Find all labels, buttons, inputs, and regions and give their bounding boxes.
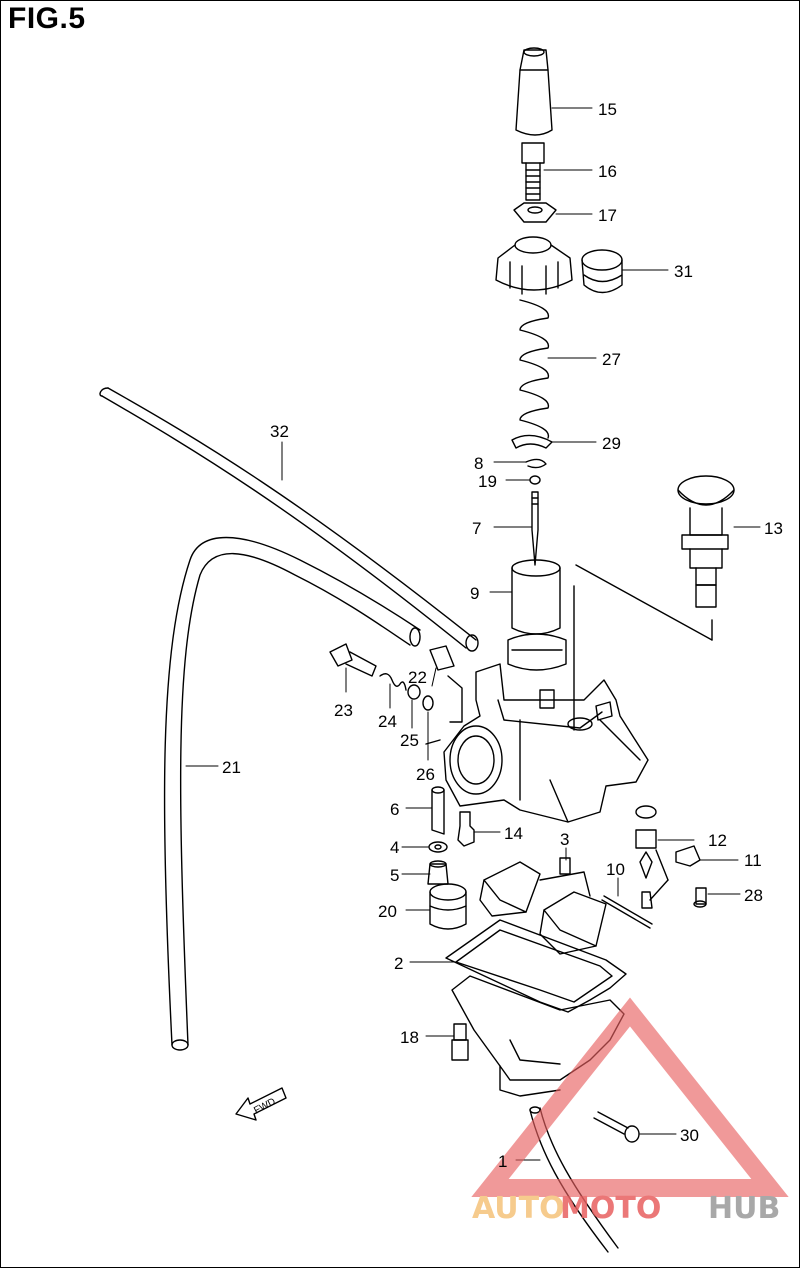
callout-21: 21 xyxy=(222,758,241,777)
part-32-hose xyxy=(99,387,479,652)
part-2-float-bowl xyxy=(445,919,627,1097)
watermark-logo: AUTO MOTO HUB xyxy=(471,997,789,1226)
callout-11: 11 xyxy=(744,851,762,870)
part-18-bolt xyxy=(451,1023,469,1061)
callout-4: 4 xyxy=(390,838,399,857)
callout-2: 2 xyxy=(394,954,403,973)
part-3-float xyxy=(479,857,607,955)
callout-27: 27 xyxy=(602,350,621,369)
carb-top-cap xyxy=(495,236,573,295)
part-7-needle xyxy=(531,491,539,566)
callout-22: 22 xyxy=(408,668,427,687)
part-24-spring xyxy=(379,673,407,691)
part-19-washer xyxy=(529,475,541,485)
fwd-arrow-icon xyxy=(235,1087,287,1121)
part-22-fitting xyxy=(429,645,463,723)
callout-28: 28 xyxy=(744,886,763,905)
part-17-nut xyxy=(513,202,557,223)
part-31-boot xyxy=(581,249,623,294)
part-20-cap xyxy=(429,883,467,930)
callout-29: 29 xyxy=(602,434,621,453)
callout-1: 1 xyxy=(498,1152,507,1171)
callout-8: 8 xyxy=(474,454,483,473)
part-28-screw xyxy=(693,887,707,908)
watermark-text-auto: AUTO xyxy=(472,1191,565,1226)
callout-7: 7 xyxy=(472,519,481,538)
carburetor-body xyxy=(443,585,649,823)
callout-24: 24 xyxy=(378,712,397,731)
callout-19: 19 xyxy=(478,472,497,491)
fwd-label: FWD xyxy=(252,1096,277,1116)
callout-15: 15 xyxy=(598,100,617,119)
part-16-adjuster xyxy=(521,142,545,201)
callout-18: 18 xyxy=(400,1028,419,1047)
callout-14: 14 xyxy=(504,824,523,843)
callout-30: 30 xyxy=(680,1126,699,1145)
watermark-text-moto: MOTO xyxy=(560,1191,661,1226)
callout-10: 10 xyxy=(606,860,625,879)
part-29-retainer xyxy=(511,434,553,449)
part-9-throttle-valve xyxy=(511,559,561,635)
callout-13: 13 xyxy=(764,519,783,538)
callout-6: 6 xyxy=(390,800,399,819)
part-10-pin xyxy=(601,895,653,929)
callout-23: 23 xyxy=(334,701,353,720)
part-5-main-jet xyxy=(427,860,449,885)
part-23-screw xyxy=(329,643,377,677)
part-12-float-valve xyxy=(635,805,669,909)
watermark-text-hub: HUB xyxy=(708,1191,780,1226)
leader-lines xyxy=(185,107,761,1161)
part-21-hose xyxy=(163,536,421,1051)
callout-12: 12 xyxy=(708,831,727,850)
callout-32: 32 xyxy=(270,422,289,441)
part-4-washer xyxy=(428,841,448,853)
part-30-screw xyxy=(593,1111,640,1143)
callout-25: 25 xyxy=(400,731,419,750)
part-8-clip xyxy=(525,458,547,469)
part-15-cap xyxy=(515,47,553,136)
callout-3: 3 xyxy=(560,830,569,849)
part-25-washer xyxy=(407,684,421,700)
part-26-oring xyxy=(422,695,441,745)
callout-26: 26 xyxy=(416,765,435,784)
part-14-pilot-jet xyxy=(457,811,475,847)
part-6-needle-jet xyxy=(431,786,445,835)
callout-labels: 15 16 17 31 27 29 8 19 7 9 13 32 21 23 2… xyxy=(222,100,783,1171)
figure-title: FIG.5 xyxy=(8,2,86,35)
part-13-choke xyxy=(575,475,735,641)
part-27-spring xyxy=(519,299,550,439)
callout-9: 9 xyxy=(470,584,479,603)
callout-5: 5 xyxy=(390,866,399,885)
callout-31: 31 xyxy=(674,262,693,281)
callout-17: 17 xyxy=(598,206,617,225)
callout-16: 16 xyxy=(598,162,617,181)
part-11-clip xyxy=(675,845,701,867)
callout-20: 20 xyxy=(378,902,397,921)
